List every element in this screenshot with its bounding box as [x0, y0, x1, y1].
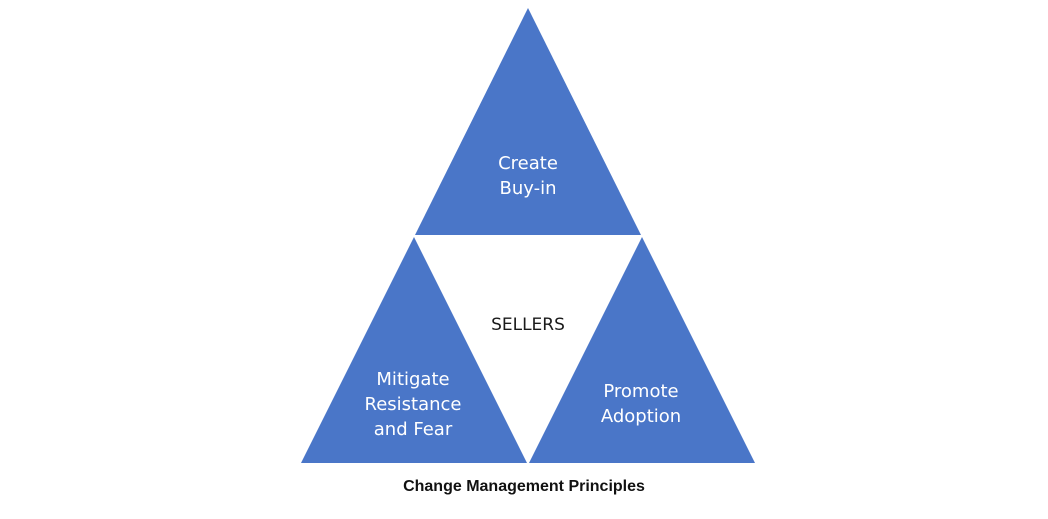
- triangle-create-buy-in: [415, 8, 641, 235]
- create-buy-in-label: Create Buy-in: [498, 153, 558, 199]
- promote-adoption-label: Promote Adoption: [600, 381, 682, 427]
- triangle-mitigate-resistance: [301, 237, 527, 463]
- center-sellers-label: SELLERS: [491, 315, 565, 335]
- mitigate-resistance-label: Mitigate Resistance and Fear: [364, 369, 462, 440]
- triangle-promote-adoption: [529, 237, 755, 463]
- diagram-caption: Change Management Principles: [403, 478, 645, 495]
